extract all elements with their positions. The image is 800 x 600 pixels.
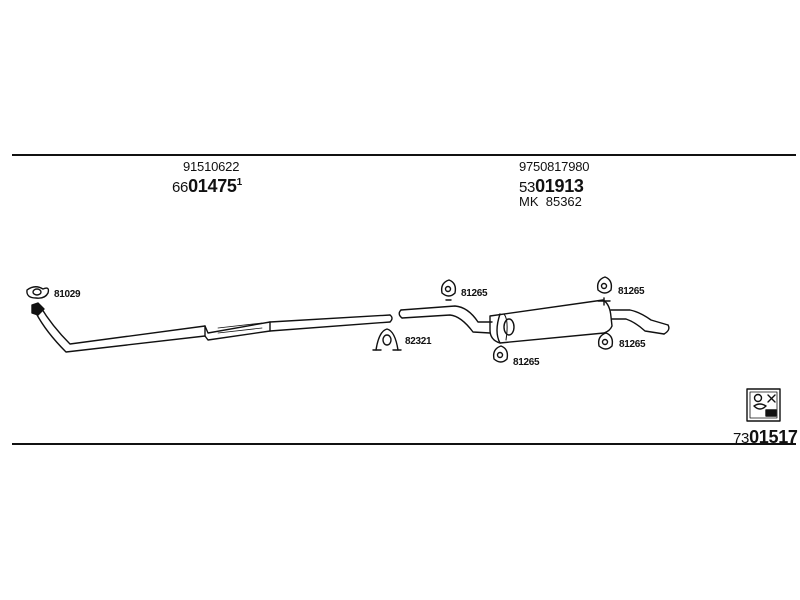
- mounting-kit-icon: [746, 388, 781, 422]
- left-code-main: 01475: [188, 176, 237, 196]
- front-pipe: [31, 302, 393, 353]
- mk-number: MK 85362: [519, 195, 582, 208]
- left-part-code: 66014751: [172, 177, 242, 195]
- bottom-rule: [12, 443, 796, 445]
- gasket-icon: [26, 286, 50, 299]
- left-code-prefix: 66: [172, 179, 189, 196]
- gasket-left-label: 81029: [54, 289, 81, 300]
- clamp-middle-label: 82321: [405, 336, 432, 347]
- clamp-icon: [372, 328, 402, 351]
- hanger-bottom-left-label: 81265: [513, 357, 540, 368]
- mk-prefix: MK: [519, 194, 539, 209]
- kit-code: 7301517: [733, 428, 798, 446]
- mk-value: 85362: [545, 194, 582, 209]
- right-part-code: 5301913: [519, 177, 584, 195]
- rear-silencer: [398, 297, 670, 344]
- hanger-icon-bottom-right: [597, 332, 614, 350]
- hanger-icon-top-left: [440, 279, 457, 301]
- left-code-suffix: 1: [236, 177, 243, 188]
- top-rule: [12, 154, 796, 156]
- right-code-prefix: 53: [519, 179, 536, 196]
- hanger-icon-top-right: [596, 276, 613, 294]
- right-oe-number: 9750817980: [519, 159, 590, 174]
- hanger-icon-bottom-left: [492, 345, 509, 363]
- hanger-top-right-label: 81265: [618, 286, 645, 297]
- hanger-top-left-label: 81265: [461, 288, 488, 299]
- right-code-main: 01913: [535, 176, 584, 196]
- kit-code-main: 01517: [749, 427, 798, 447]
- hanger-bottom-right-label: 81265: [619, 339, 646, 350]
- kit-code-prefix: 73: [733, 430, 750, 447]
- left-oe-number: 91510622: [183, 159, 240, 174]
